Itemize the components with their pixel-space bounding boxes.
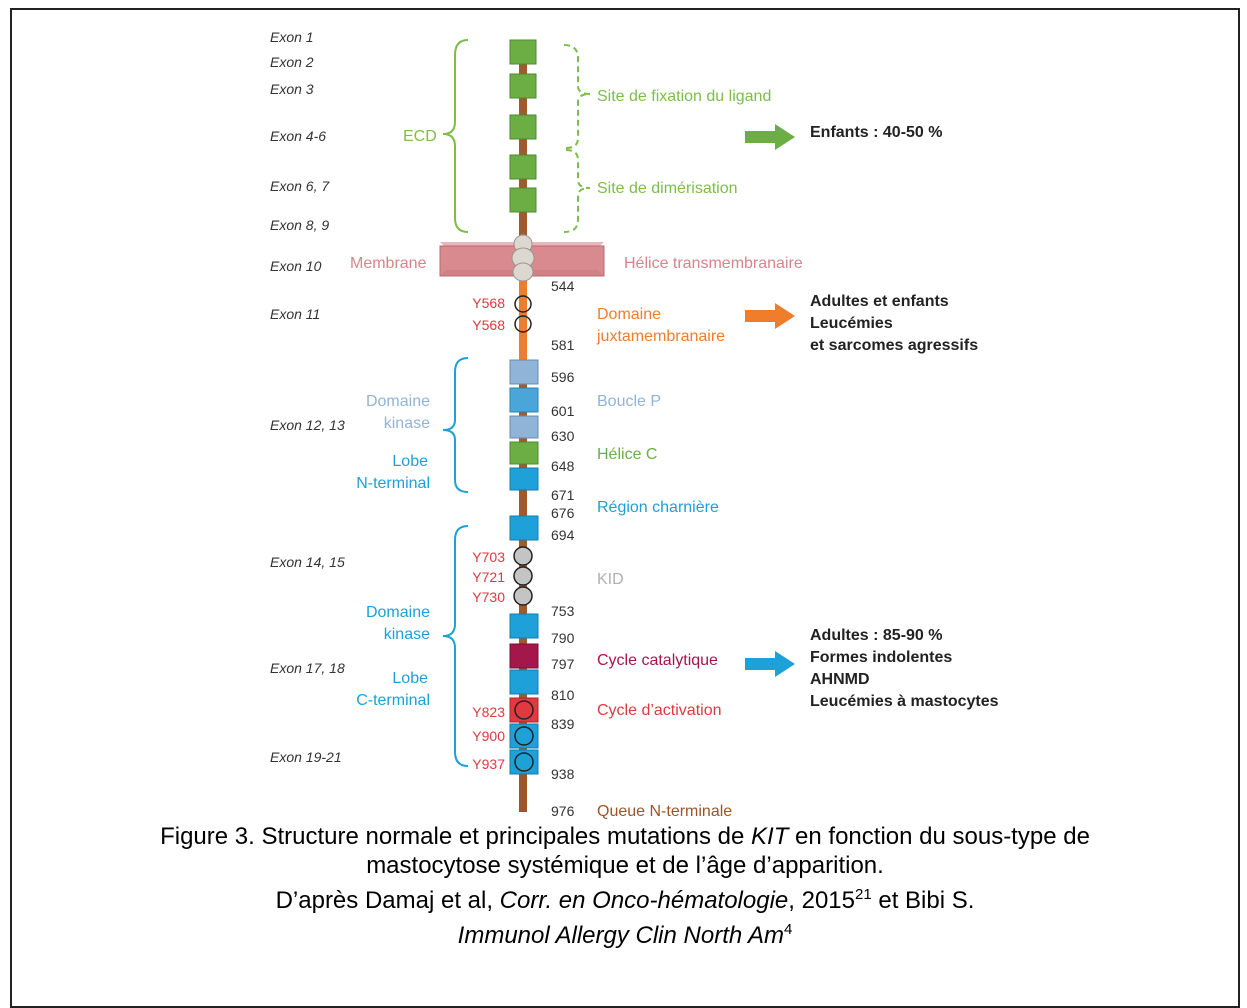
domaine-label: Domaine [366,604,430,621]
ligand-brace [563,44,591,233]
queue-label: Queue N-terminale [597,803,732,820]
tyrosine-circle [514,295,532,313]
position-labels: 544 581 596 601 630 648 671 676 694 753 … [551,278,575,819]
region-charniere-label: Région charnière [597,499,719,516]
lobe-label: Lobe [392,453,428,470]
adultes-outcome: Leucémies à mastocytes [810,693,999,710]
juxtamembranaire-label: juxtamembranaire [596,328,725,345]
adultes-enfants-outcome: Adultes et enfants [810,293,949,310]
position-label: 694 [551,527,575,543]
caption-line-3: D’après Damaj et al, Corr. en Onco-hémat… [275,886,975,914]
position-label: 810 [551,687,575,703]
position-label: 648 [551,458,575,474]
adultes-outcome: Adultes : 85-90 % [810,627,942,644]
adultes-outcome: AHNMD [810,671,870,688]
tyrosine-circle [514,315,532,333]
boucle-p-label: Boucle P [597,393,661,410]
arrow-blue [745,651,795,677]
domaine-juxta-label: Domaine [597,306,661,323]
position-label: 976 [551,803,575,819]
tyrosine-label: Y721 [472,569,505,585]
figure-caption: Figure 3. Structure normale et principal… [20,822,1230,950]
membrane-label: Membrane [350,255,427,272]
tyrosine-label: Y937 [472,756,505,772]
exon-label: Exon 1 [270,29,314,45]
arrow-orange [745,303,795,329]
helice-c-label: Hélice C [597,446,657,463]
n-lobe-brace [442,357,469,493]
position-label: 938 [551,766,575,782]
position-label: 630 [551,428,575,444]
kid-label: KID [597,571,624,588]
tyrosine-label: Y823 [472,704,505,720]
exon-label: Exon 19-21 [270,749,342,765]
juxtamembrane-stalk [519,280,527,370]
adultes-enfants-outcome: et sarcomes agressifs [810,337,978,354]
adultes-outcome: Formes indolentes [810,649,952,666]
kid-circles [513,546,533,606]
lobe-label: Lobe [392,670,428,687]
kinase-label: kinase [384,415,430,432]
position-label: 596 [551,369,575,385]
position-label: 797 [551,656,575,672]
position-label: 753 [551,603,575,619]
kinase-label: kinase [384,626,430,643]
caption-line-2: mastocytose systémique et de l’âge d’app… [366,852,884,879]
exon-label: Exon 17, 18 [270,660,345,676]
caption-line-1: Figure 3. Structure normale et principal… [160,823,1090,850]
position-label: 601 [551,403,575,419]
caption-line-4: Immunol Allergy Clin North Am4 [457,921,793,949]
cycle-catalytique-label: Cycle catalytique [597,652,718,669]
outcome-labels: Enfants : 40-50 % Adultes et enfants Leu… [810,124,999,710]
transmembrane-helix [511,234,535,282]
tyrosine-label: Y703 [472,549,505,565]
tyrosine-label: Y900 [472,728,505,744]
domaine-label: Domaine [366,393,430,410]
ecd-brace [442,39,469,233]
exon-label: Exon 6, 7 [270,178,330,194]
tyrosine-label: Y730 [472,589,505,605]
enfants-outcome: Enfants : 40-50 % [810,124,942,141]
site-dimerisation-label: Site de dimérisation [597,180,738,197]
n-terminal-label: N-terminal [356,475,430,492]
left-domain-labels: ECD Membrane Domaine kinase Lobe N-termi… [350,128,437,709]
exon-label: Exon 3 [270,81,314,97]
tail-stalk [519,770,527,812]
c-terminal-label: C-terminal [356,692,430,709]
adultes-enfants-outcome: Leucémies [810,315,893,332]
kit-structure-diagram: Exon 1 Exon 2 Exon 3 Exon 4-6 Exon 6, 7 … [270,29,999,820]
position-label: 581 [551,337,575,353]
position-label: 676 [551,505,575,521]
c-lobe-domains [509,613,539,775]
exon-label: Exon 14, 15 [270,554,345,570]
cycle-activation-label: Cycle d’activation [597,702,722,719]
position-label: 839 [551,716,575,732]
ecd-domains [509,39,537,213]
tyrosine-label: Y568 [472,295,505,311]
tyrosine-label: Y568 [472,317,505,333]
exon-label: Exon 4-6 [270,128,326,144]
c-lobe-brace [442,525,469,767]
exon-label: Exon 10 [270,258,322,274]
exon-labels: Exon 1 Exon 2 Exon 3 Exon 4-6 Exon 6, 7 … [270,29,345,765]
helice-tm-label: Hélice transmembranaire [624,255,803,272]
right-domain-labels: Site de fixation du ligand Site de dimér… [596,88,803,820]
position-label: 544 [551,278,575,294]
position-label: 790 [551,630,575,646]
kinase-domains [509,359,539,541]
arrow-green [745,124,795,150]
position-label: 671 [551,487,575,503]
ecd-label: ECD [403,128,437,145]
exon-label: Exon 8, 9 [270,217,329,233]
site-fixation-label: Site de fixation du ligand [597,88,771,105]
exon-label: Exon 2 [270,54,314,70]
exon-label: Exon 12, 13 [270,417,345,433]
tyrosine-labels: Y568 Y568 Y703 Y721 Y730 Y823 Y900 Y937 [472,295,505,772]
exon-label: Exon 11 [270,306,320,322]
